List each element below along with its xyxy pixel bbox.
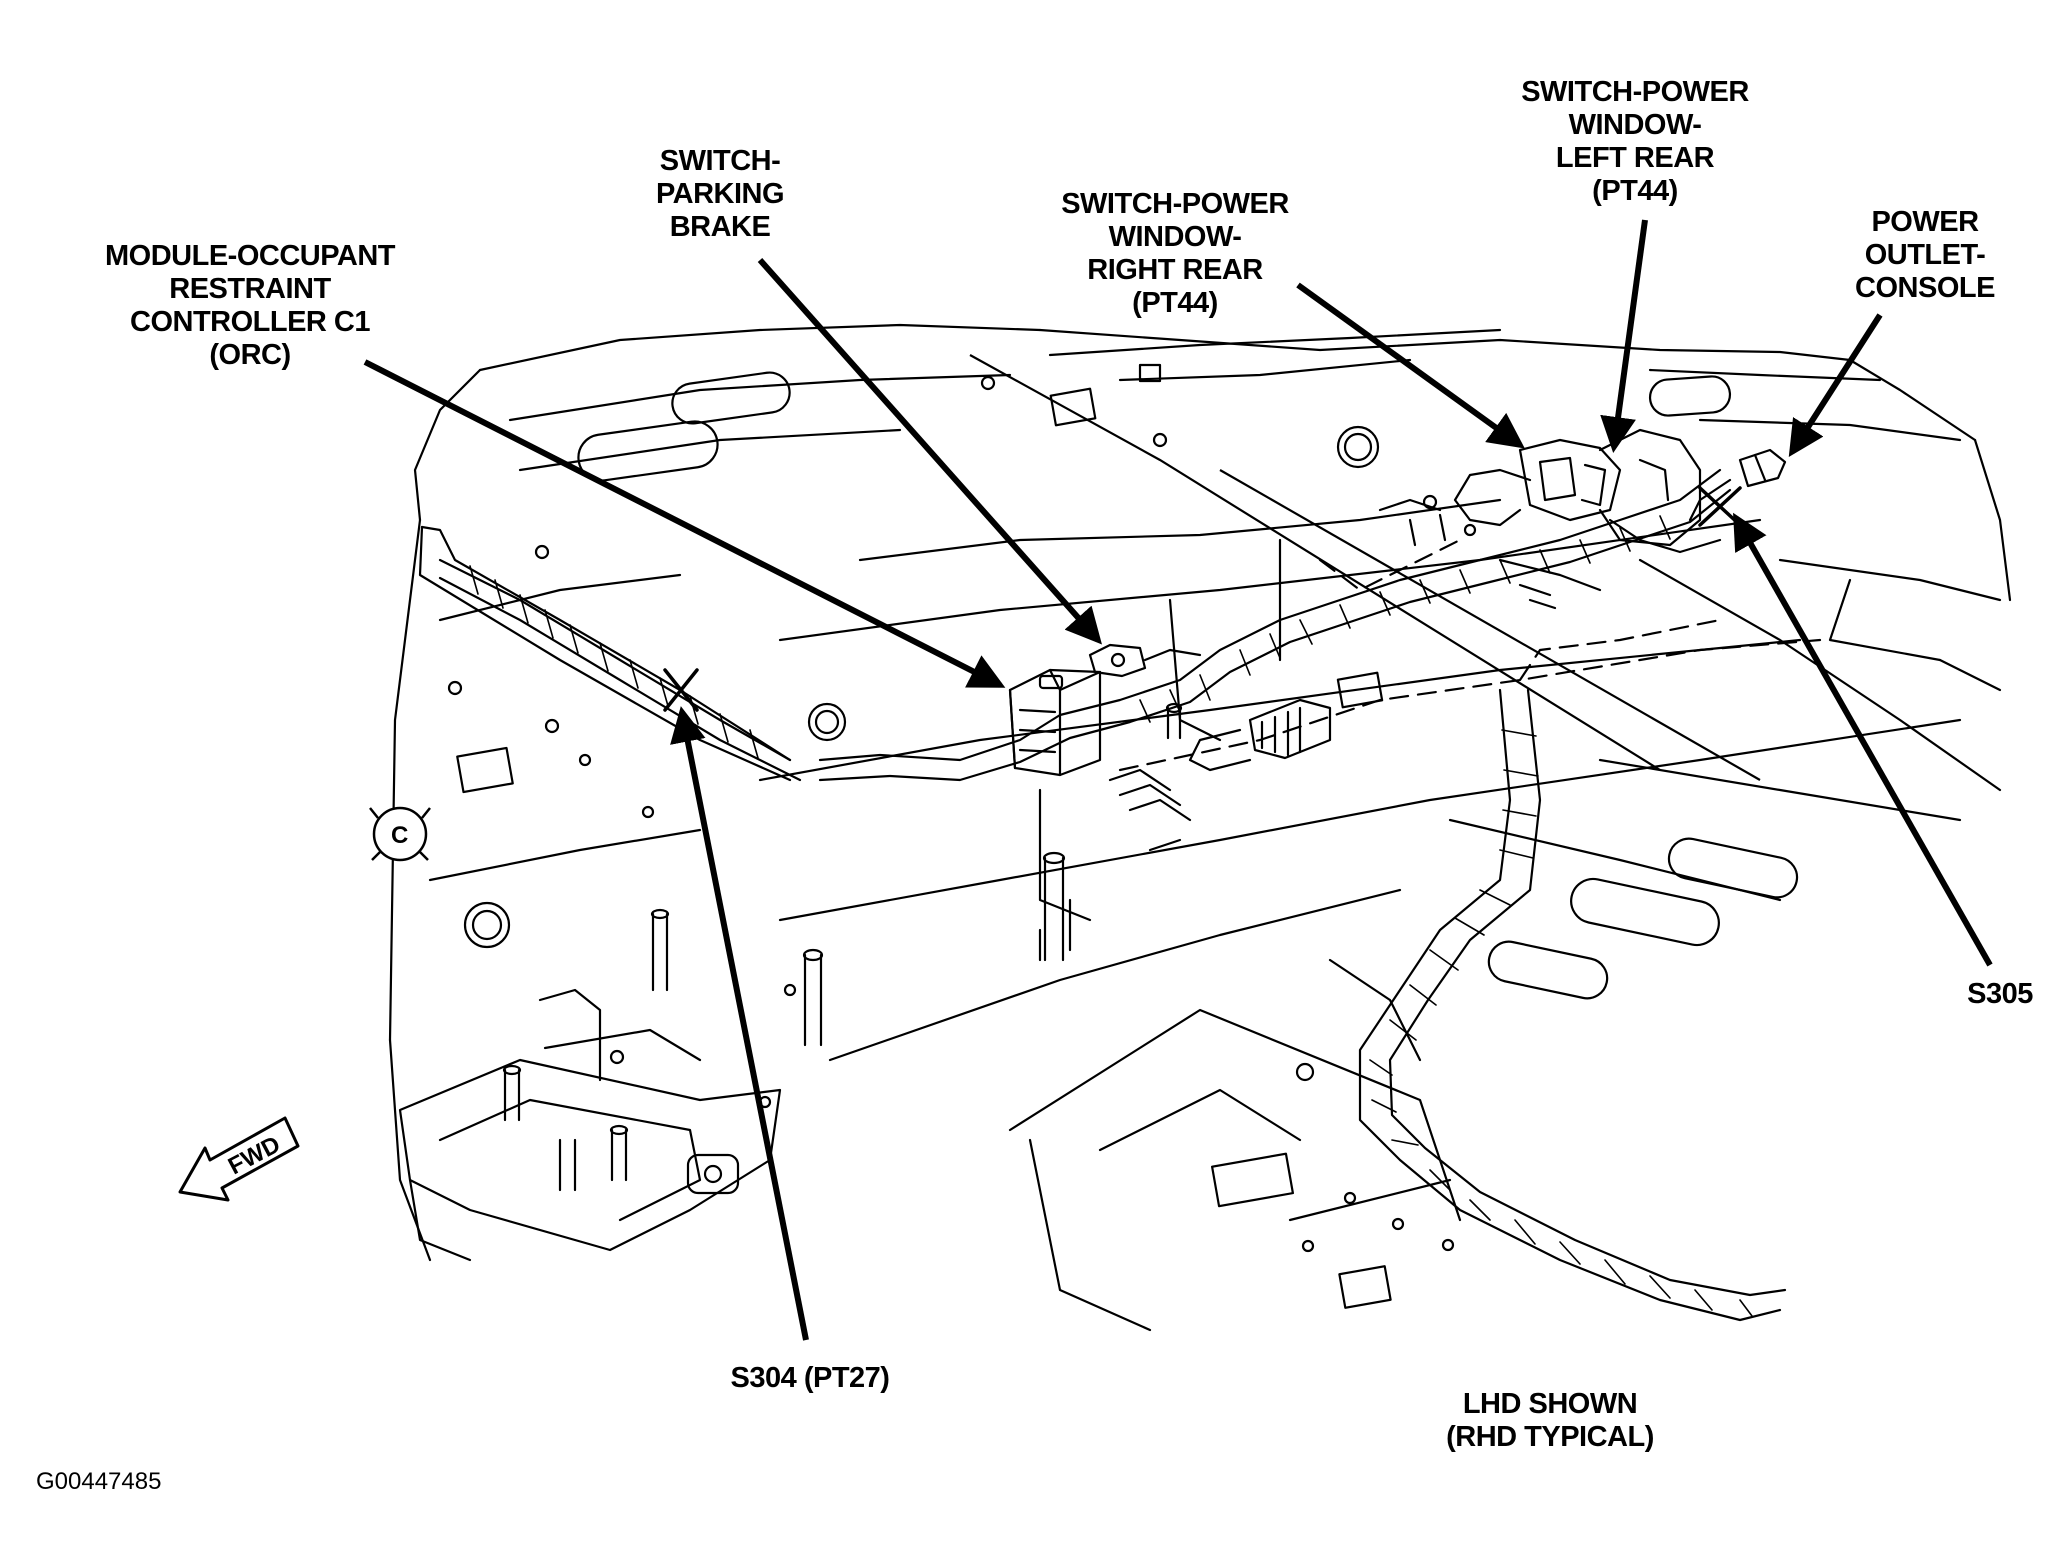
power-outlet-leader-arrow <box>1788 313 1883 458</box>
center-tunnel <box>858 498 1502 562</box>
s305-label: S305 <box>1967 978 2033 1010</box>
window-right-rear-label: SWITCH-POWER WINDOW- RIGHT REAR (PT44) <box>1061 188 1289 319</box>
floor-cutout <box>671 371 791 425</box>
window-right-rear-leader-arrow <box>1296 282 1525 449</box>
splice-s304-mark <box>663 668 699 712</box>
parking-brake-leader-arrow <box>757 258 1102 645</box>
c-badge-text: C <box>391 822 408 849</box>
s304-leader-arrow <box>670 706 809 1341</box>
c-badge-icon <box>369 806 431 862</box>
floor-pan-left-edge <box>478 323 1042 372</box>
orc-leader-arrow <box>363 359 1006 688</box>
center-connector <box>1188 671 1384 772</box>
orc-label: MODULE-OCCUPANT RESTRAINT CONTROLLER C1 … <box>105 240 396 371</box>
parking-brake-switch-drawing <box>1088 643 1202 678</box>
power-outlet-connector <box>1688 448 1787 522</box>
lhd-note: LHD SHOWN (RHD TYPICAL) <box>1446 1388 1654 1453</box>
window-switch-cluster <box>1378 428 1722 610</box>
window-left-rear-label: SWITCH-POWER WINDOW- LEFT REAR (PT44) <box>1521 76 1749 207</box>
fwd-arrow-icon <box>178 1116 300 1202</box>
parking-brake-label: SWITCH- PARKING BRAKE <box>655 145 785 243</box>
s304-label: S304 (PT27) <box>730 1362 890 1394</box>
sill-harness <box>438 558 802 782</box>
power-outlet-label: POWER OUTLET- CONSOLE <box>1855 206 1995 304</box>
orc-module-drawing <box>1008 668 1102 777</box>
seat-bracket <box>398 1058 782 1252</box>
figure-id: G00447485 <box>36 1468 162 1495</box>
floor-harness-branch <box>1358 688 1787 1322</box>
main-wire-harness <box>818 468 1822 782</box>
window-left-rear-leader-arrow <box>1600 219 1648 453</box>
left-sill <box>420 525 792 762</box>
s305-leader-arrow <box>1733 512 1993 967</box>
